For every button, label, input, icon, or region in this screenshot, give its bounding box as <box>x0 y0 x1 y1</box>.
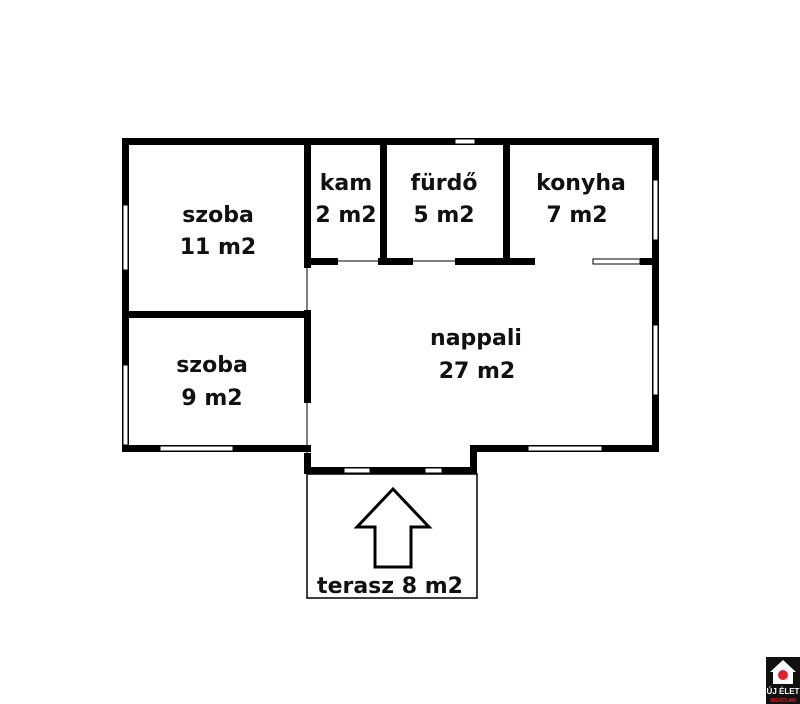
room-name: fürdő <box>411 171 478 196</box>
room-name: konyha <box>536 171 626 196</box>
terrace-outline <box>306 473 478 599</box>
entrance-arrow-icon <box>353 486 433 569</box>
room-area: 9 m2 <box>181 386 242 411</box>
windows <box>122 138 659 474</box>
room-name: szoba <box>176 353 248 378</box>
room-area: 5 m2 <box>413 203 474 228</box>
room-name: nappali <box>430 326 522 351</box>
svg-text:ÚJ ÉLET: ÚJ ÉLET <box>767 687 800 696</box>
doors <box>306 260 455 471</box>
room-name: kam <box>320 171 372 196</box>
room-area: 11 m2 <box>180 235 257 260</box>
terrace-label: terasz 8 m2 <box>317 574 463 599</box>
room-area: 2 m2 <box>315 203 376 228</box>
svg-text:INGATLAN: INGATLAN <box>770 698 796 704</box>
room-name: szoba <box>182 203 254 228</box>
room-area: 27 m2 <box>439 359 516 384</box>
room-area: 7 m2 <box>546 203 607 228</box>
logo: ÚJ ÉLET INGATLAN <box>766 657 800 704</box>
